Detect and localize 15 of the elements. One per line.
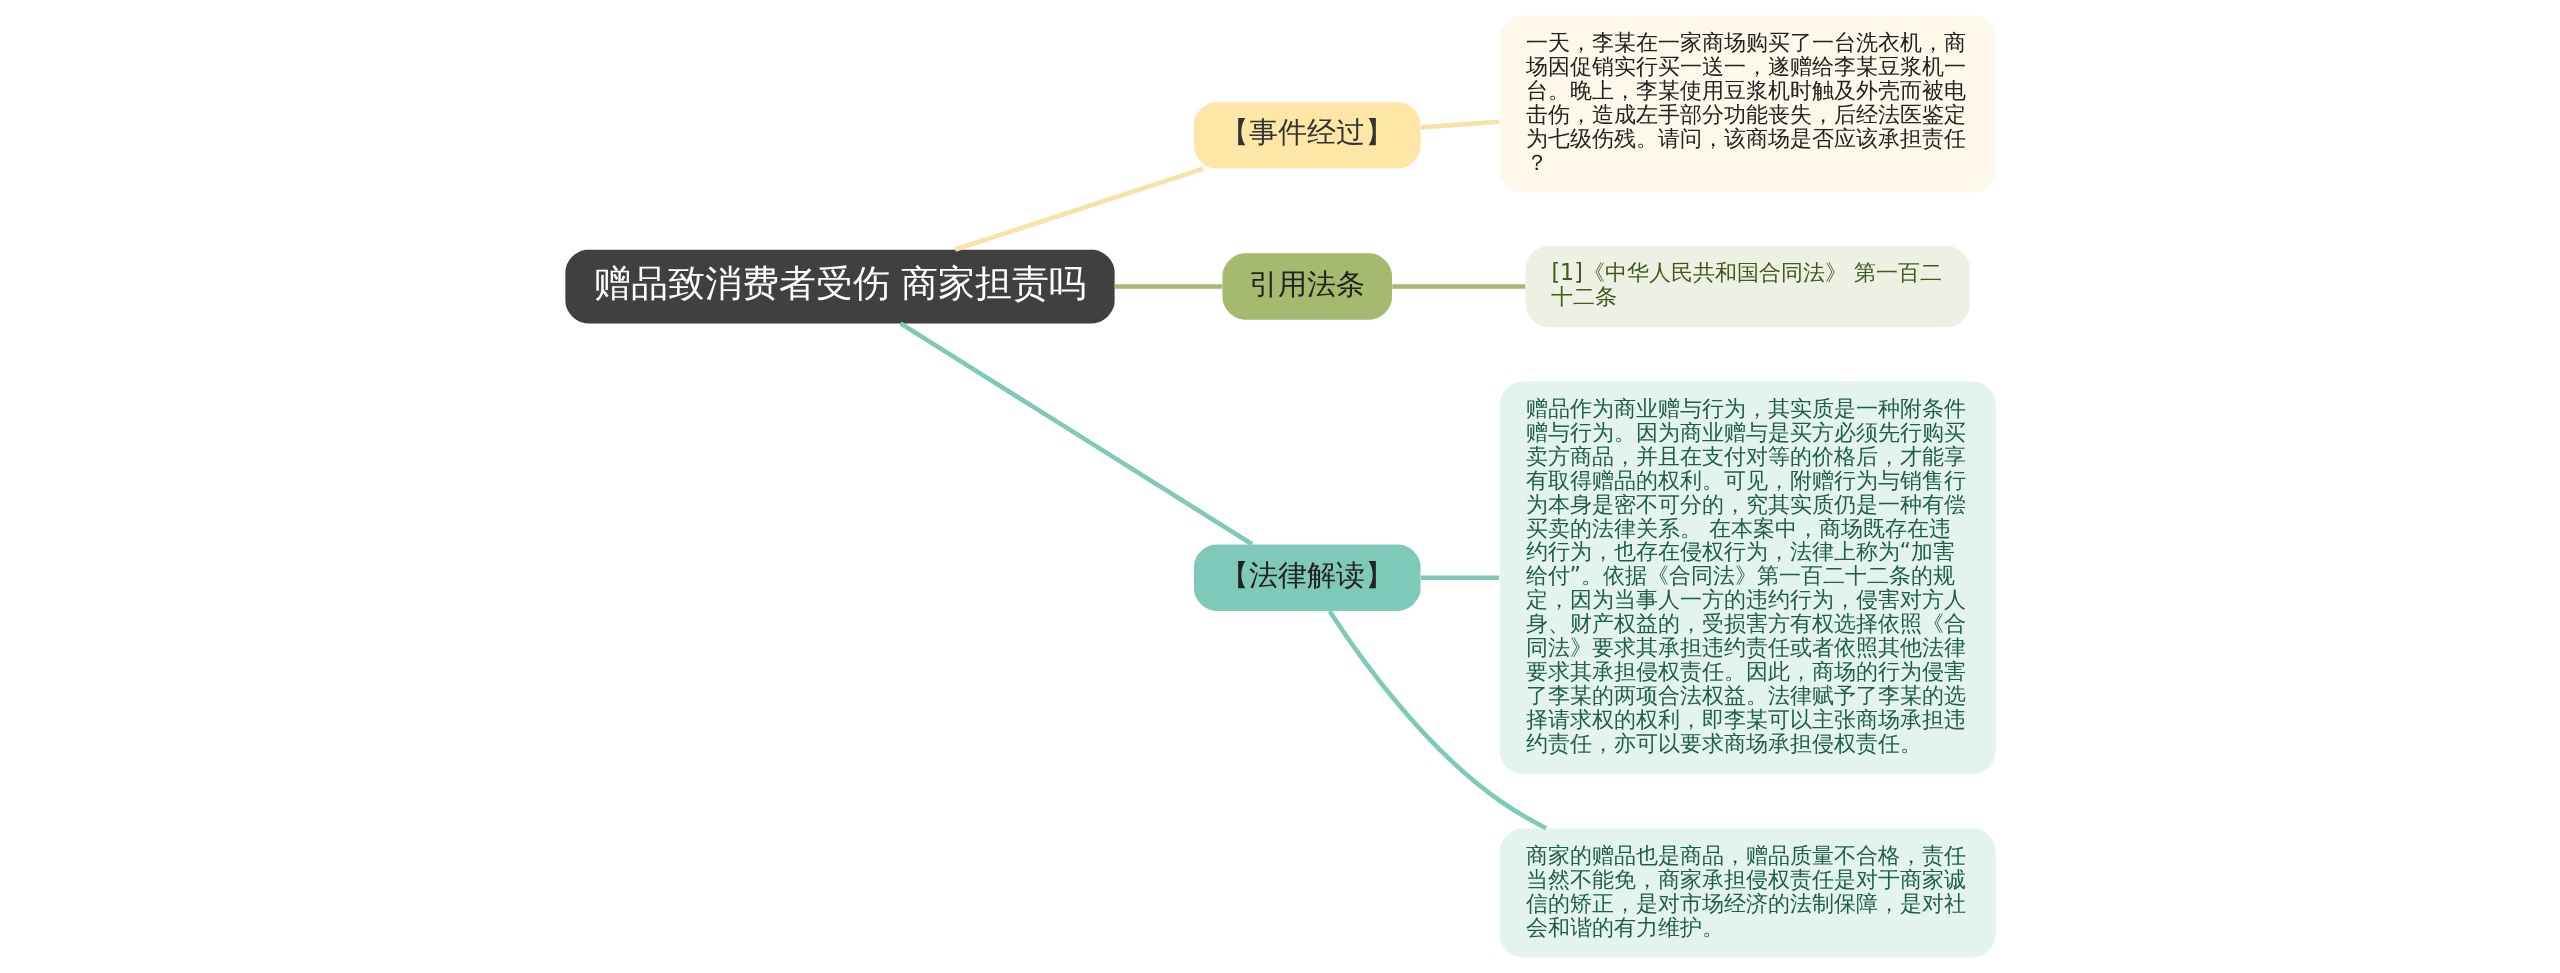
- node-box: [1]《中华人民共和国合同法》 第一百二十二条: [1525, 245, 1970, 328]
- connector: [1327, 609, 1547, 831]
- connector: [1114, 284, 1222, 289]
- connector: [1420, 575, 1499, 581]
- connector: [1420, 119, 1499, 130]
- node-box: 赠品作为商业赠与行为，其实质是一种附条件赠与行为。因为商业赠与是买方必须先行购买卖方商品，并且在支付对等的价格后，才能享有取得赠品的权利。可见，附赠行为与销售行为本身是密不可分的，究其实质仍是一种有偿买卖的法律关系。 在本案中，商场既存在违约行为，也存在侵权行为，法律上称为“加害给付”。依据《合同法》第一百二十二条的规定，因为当事人一方的违约行为，侵害对方人身、财产权益的，受损害方有权选择依照《合同法》要求其承担违约责任或者依照其他法律要求其承担侵权责任。因此，商场的行为侵害了李某的两项合法权益。法律赋予了李某的选择请求权的权利，即李某可以主张商场承担违约责任，亦可以要求商场承担侵权责任。: [1499, 381, 1996, 775]
- connector: [898, 321, 1253, 547]
- node-box: 引用法条: [1221, 253, 1392, 320]
- node-box: 商家的赠品也是商品，赠品质量不合格，责任当然不能免，商家承担侵权责任是对于商家诚信的矫正，是对市场经济的法制保障，是对社会和谐的有力维护。: [1499, 828, 1996, 958]
- node-box: 赠品致消费者受伤 商家担责吗: [564, 249, 1115, 324]
- node-box: 【事件经过】: [1193, 102, 1421, 169]
- connector: [1391, 284, 1525, 289]
- node-box: 【法律解读】: [1193, 544, 1421, 611]
- connector: [954, 166, 1204, 252]
- node-box: 一天，李某在一家商场购买了一台洗衣机，商场因促销实行买一送一，遂赠给李某豆浆机一台。晚上，李某使用豆浆机时触及外壳而被电击伤，造成左手部分功能丧失，后经法医鉴定为七级伤残。请问，该商场是否应该承担责任？: [1499, 15, 1996, 193]
